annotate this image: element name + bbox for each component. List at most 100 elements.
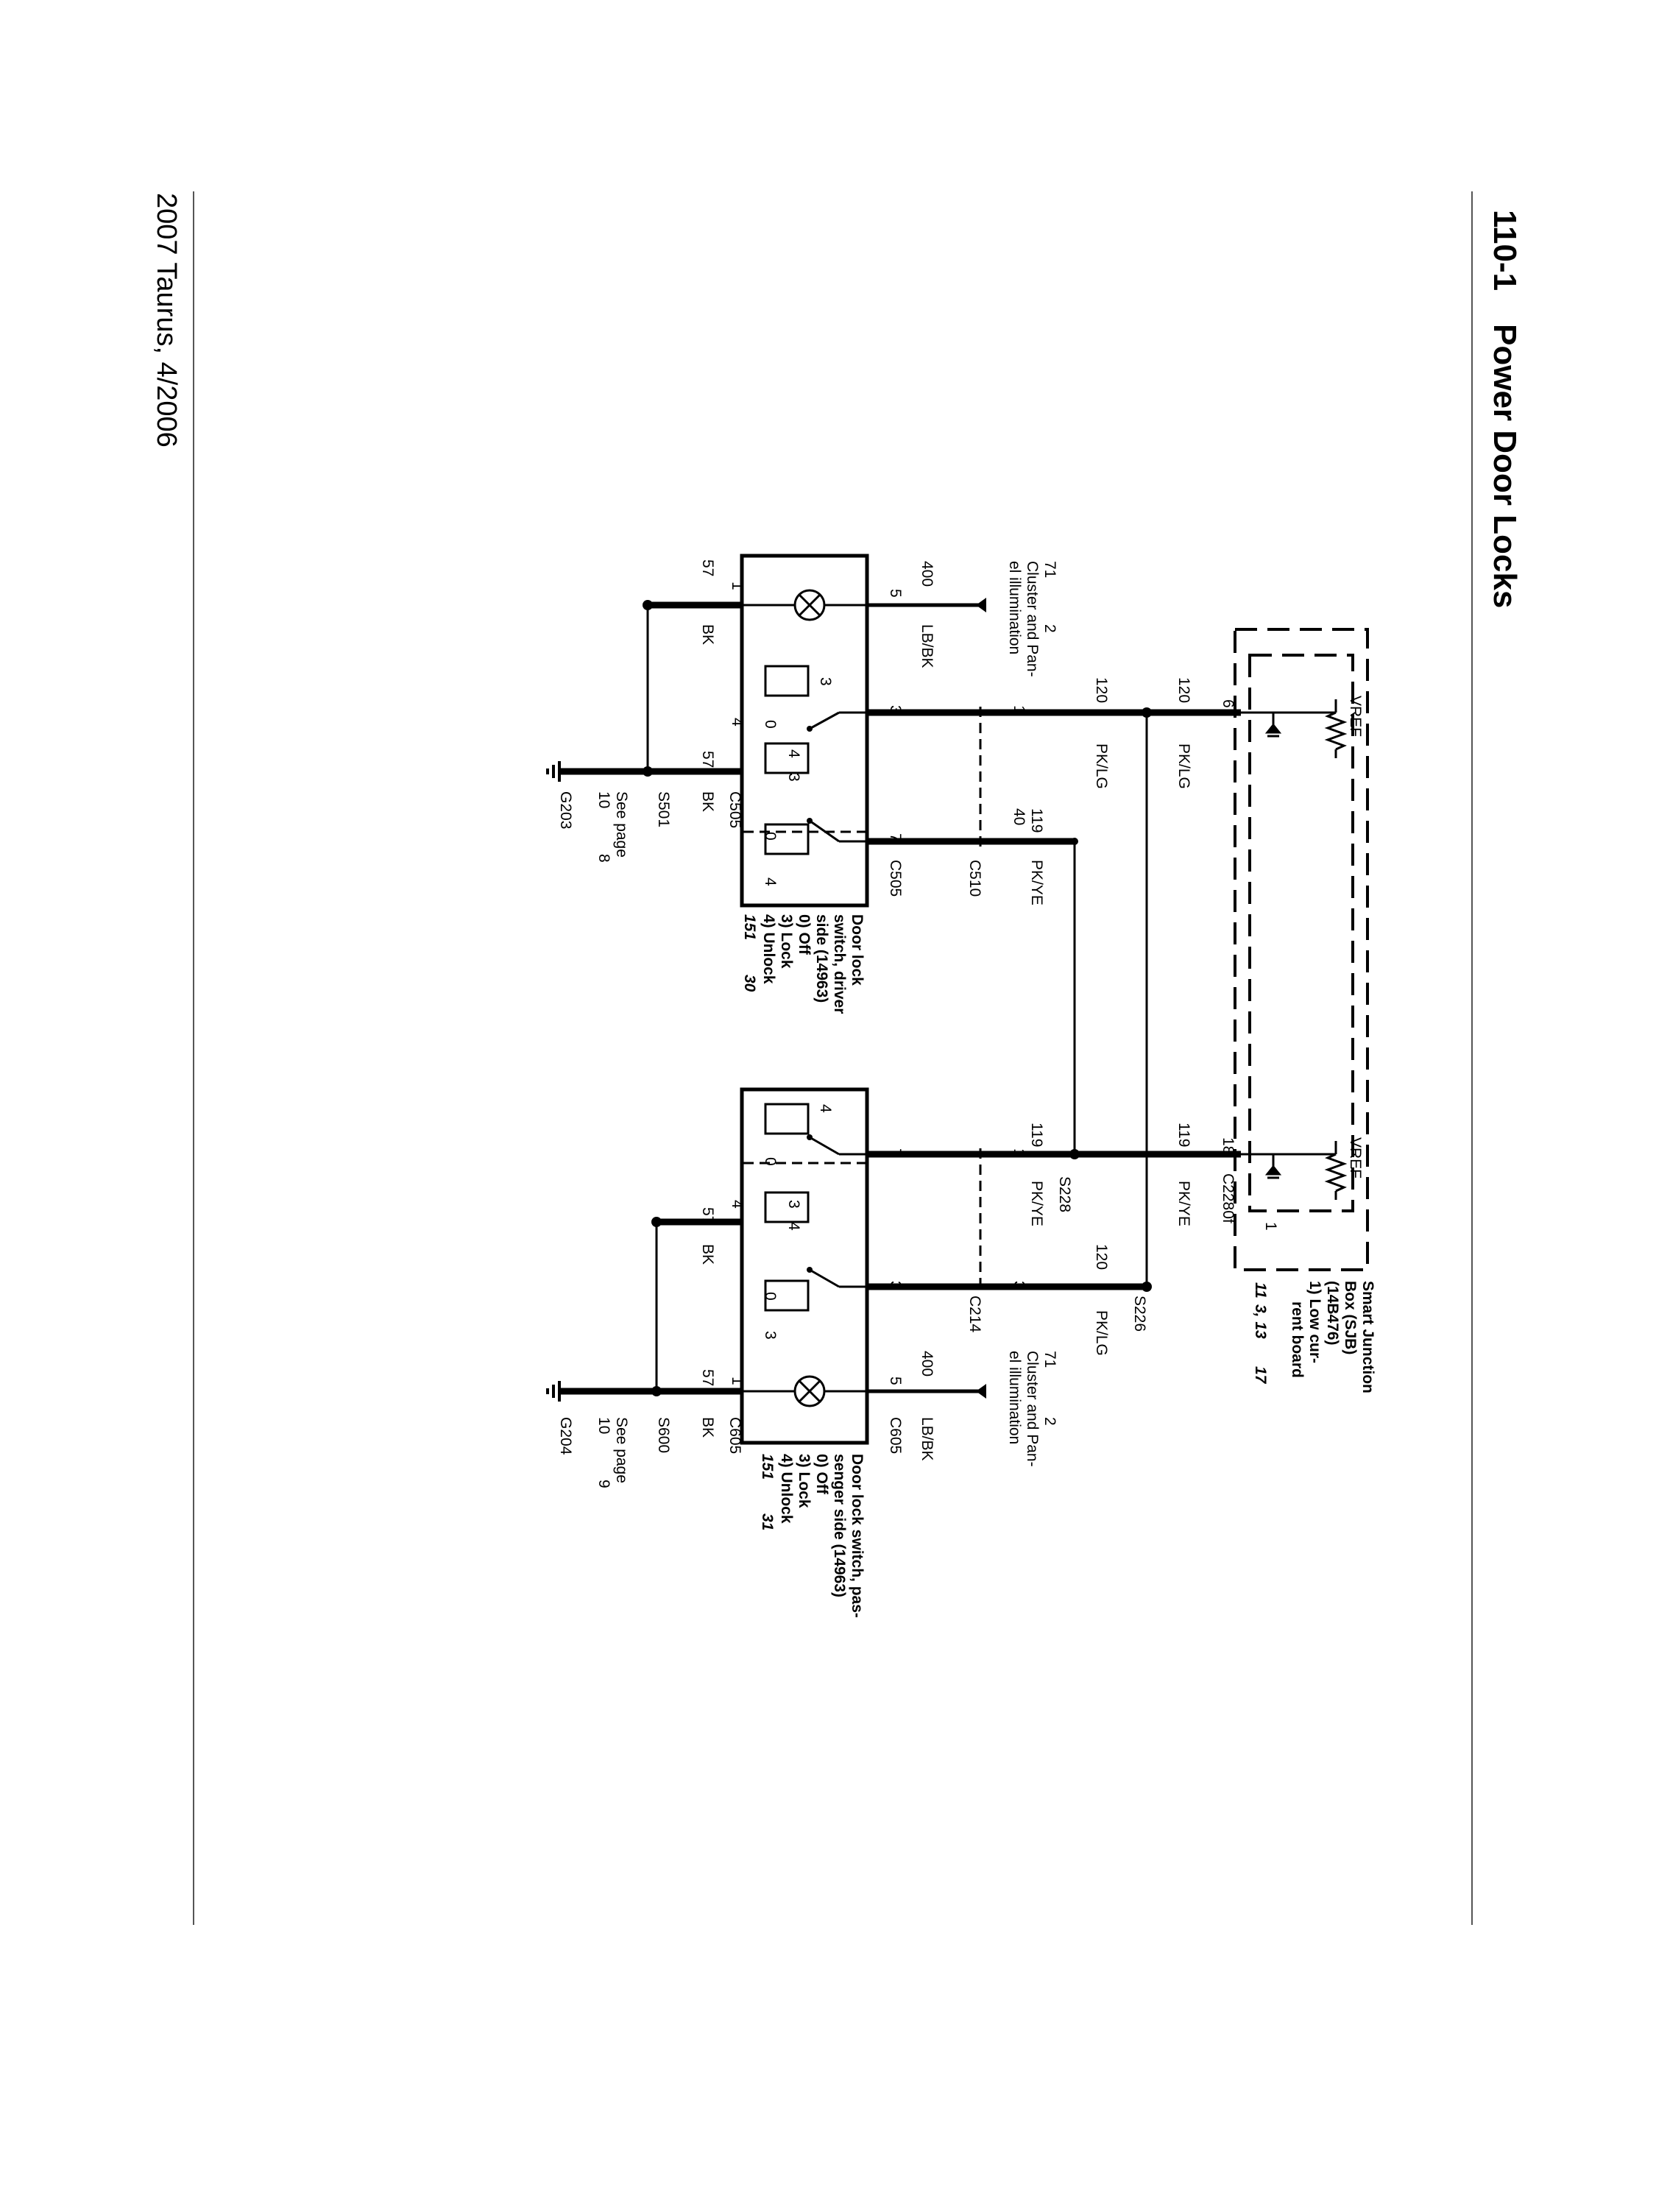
driver-contact-3: 3 [785, 773, 802, 782]
wire-label-color-pkye-c: PK/YE [1028, 1181, 1045, 1226]
wire-label-color-lbbk-passenger: LB/BK [919, 1417, 935, 1461]
c510-pin-pkye: 40 [1011, 808, 1027, 825]
passenger-splice-label: S600 [655, 1417, 672, 1453]
driver-contact-dot-2 [807, 818, 813, 824]
passenger-ground-wiring [559, 1218, 742, 1395]
passenger-pin-illum: 5 [887, 1377, 904, 1385]
wire-label-circuit-119-a: 119 [1028, 808, 1045, 833]
passenger-pin-pkye: 7 [887, 1148, 904, 1157]
passenger-ground-connector: C605 [726, 1417, 743, 1454]
driver-switch-title-1: Door lock [849, 914, 866, 986]
vref-label-passenger: VREF [1347, 1137, 1364, 1179]
wire-label-color-pklg-c: PK/LG [1093, 1310, 1110, 1356]
driver-contact-4: 0 [762, 832, 779, 841]
driver-position-lock: 3) Lock [778, 914, 795, 969]
passenger-switch-description: Door lock switch, pas- senger side (1496… [759, 1454, 866, 1618]
passenger-pin-gnd-b: 4 [729, 1200, 746, 1209]
sjb-low-current-board [1248, 654, 1354, 1212]
wire-label-circuit-120-a: 120 [1175, 677, 1192, 703]
sjb-pin-passenger: 18 [1220, 1137, 1236, 1154]
passenger-bk-circuit-a: 57 [699, 1207, 716, 1224]
wire-label-color-lbbk-driver: LB/BK [919, 624, 935, 668]
driver-switch-description: Door lock switch, driver side (14963) 0)… [741, 914, 866, 1014]
c214-label: C214 [966, 1296, 983, 1333]
passenger-switch-title-1: Door lock switch, pas- [849, 1454, 866, 1618]
driver-bk-color-a: BK [699, 624, 716, 645]
passenger-contact-labels: 4 0 3 4 0 3 [762, 1104, 834, 1340]
illum-line-2-passenger: el illumination [1006, 1351, 1023, 1444]
splice-dot-pklg-driver [1142, 707, 1152, 718]
wire-label-circuit-400-passenger: 400 [919, 1351, 935, 1377]
driver-contact-1: 0 [762, 720, 779, 729]
wires [867, 603, 1241, 1393]
illum-ref-driver: 2 [1041, 624, 1058, 633]
sjb-title: Smart Junction Box (SJB) (14B476) 1) Low… [1252, 1281, 1376, 1393]
passenger-bk-circuit-b: 57 [699, 1369, 716, 1386]
passenger-see-page-number: 10 [595, 1417, 612, 1434]
driver-ground-connector: C505 [726, 791, 743, 828]
c214-pin-pklg: 3 [1011, 1281, 1027, 1290]
illum-line-1-passenger: Cluster and Pan- [1024, 1351, 1041, 1467]
page-title: Power Door Locks [1487, 324, 1523, 608]
sjb-board-line-2: rent board [1289, 1301, 1306, 1378]
sjb-ref-3: 17 [1252, 1366, 1269, 1385]
passenger-bk-color-a: BK [699, 1244, 716, 1265]
passenger-contact-4: 0 [762, 1292, 779, 1301]
driver-switch-body [740, 554, 869, 908]
sjb-board-marker: 1 [1262, 1222, 1279, 1231]
wire-label-circuit-119-c: 119 [1028, 1123, 1045, 1147]
driver-see-page-number: 10 [595, 791, 612, 808]
driver-see-page-sheet: 8 [595, 854, 612, 863]
c214-pin-pkye: 1 [1011, 1148, 1027, 1157]
wire-label-color-pklg-a: PK/LG [1175, 743, 1192, 789]
sjb-pin-driver: 6 [1220, 699, 1236, 708]
driver-contact-5: 4 [762, 877, 779, 886]
illum-label-driver: 71 2 Cluster and Pan- el illumination [1006, 561, 1058, 677]
c510-pin-pklg: 1 [1011, 705, 1027, 714]
passenger-ground-splice-dot-b [651, 1386, 662, 1396]
passenger-ground-label: G204 [557, 1417, 574, 1455]
driver-contact-2: 4 [785, 749, 802, 758]
driver-bk-color-b: BK [699, 791, 716, 812]
wire-label-circuit-120-c: 120 [1093, 1244, 1110, 1270]
driver-pin-gnd-a: 1 [729, 582, 746, 590]
splice-label-s226: S226 [1131, 1296, 1148, 1332]
driver-contact-labels: 3 0 4 3 0 4 [762, 677, 834, 886]
passenger-pin-pklg: 3 [887, 1281, 904, 1290]
sjb-ref-1: 11 [1252, 1282, 1269, 1298]
splice-dot-s228 [1069, 1149, 1080, 1159]
passenger-see-page-label: See page [613, 1417, 630, 1483]
passenger-lamp-icon [742, 1375, 867, 1407]
driver-see-page-label: See page [613, 791, 630, 858]
splice-label-s228: S228 [1056, 1176, 1073, 1212]
passenger-switch-body [740, 1087, 869, 1445]
driver-bk-circuit-b: 57 [699, 751, 716, 768]
driver-pin-pkye: 7 [887, 833, 904, 842]
sjb-title-line-2: Box (SJB) [1342, 1281, 1359, 1354]
driver-ref-2: 30 [741, 975, 758, 992]
passenger-contact-dot-1 [807, 1134, 813, 1140]
driver-switch-title-3: side (14963) [813, 914, 830, 1003]
driver-splice-label: S501 [655, 791, 672, 827]
driver-ground-splice-dot-b [643, 766, 653, 777]
c510-label: C510 [966, 860, 983, 897]
wire-label-color-pklg-b: PK/LG [1093, 743, 1110, 789]
driver-bk-circuit-a: 57 [699, 559, 716, 576]
sjb-outline [1234, 628, 1369, 1271]
illum-line-2-driver: el illumination [1006, 561, 1023, 654]
illum-ref-passenger: 2 [1041, 1417, 1058, 1426]
driver-contact-0: 3 [817, 677, 834, 686]
passenger-contact-5: 3 [762, 1331, 779, 1340]
illum-circuit-driver: 71 [1041, 561, 1058, 578]
passenger-see-page-sheet: 9 [595, 1480, 612, 1488]
driver-pin-labels: 5 3 7 C505 1 4 [729, 582, 904, 897]
driver-pin-illum: 5 [887, 589, 904, 598]
sjb-title-line-1: Smart Junction [1359, 1281, 1376, 1393]
driver-switch-contacts [764, 665, 867, 855]
passenger-connector-label: C605 [887, 1417, 904, 1454]
wire-labels: 120 PK/LG 120 PK/LG 119 PK/YE 119 PK/YE … [919, 561, 1192, 1461]
footer-text: 2007 Taurus, 4/2006 [151, 193, 182, 448]
passenger-ref-1: 151 [759, 1454, 776, 1480]
